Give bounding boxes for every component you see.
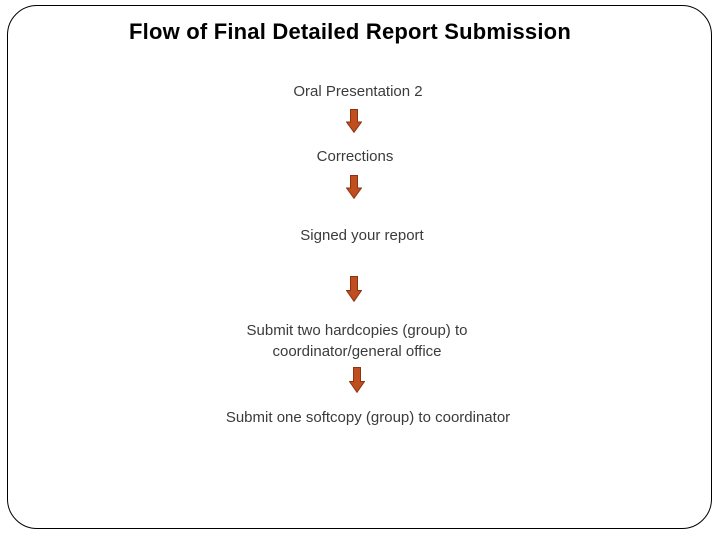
flow-step-corrections: Corrections <box>316 148 394 165</box>
page-title: Flow of Final Detailed Report Submission <box>129 19 571 44</box>
down-arrow-shape <box>346 109 362 133</box>
flow-step-signed-report: Signed your report <box>300 227 424 244</box>
flow-step-submit-hardcopies: Submit two hardcopies (group) to coordin… <box>246 322 468 360</box>
down-block-arrow-icon <box>346 175 362 199</box>
down-block-arrow-icon <box>346 276 362 302</box>
down-arrow-shape <box>346 175 362 199</box>
down-block-arrow-icon <box>346 109 362 133</box>
flow-step-submit-softcopy: Submit one softcopy (group) to coordinat… <box>225 409 511 426</box>
down-arrow-shape <box>346 276 362 302</box>
slide-border <box>7 5 712 529</box>
down-arrow-shape <box>349 367 365 393</box>
down-block-arrow-icon <box>349 367 365 393</box>
flow-step-oral-presentation: Oral Presentation 2 <box>293 83 423 100</box>
